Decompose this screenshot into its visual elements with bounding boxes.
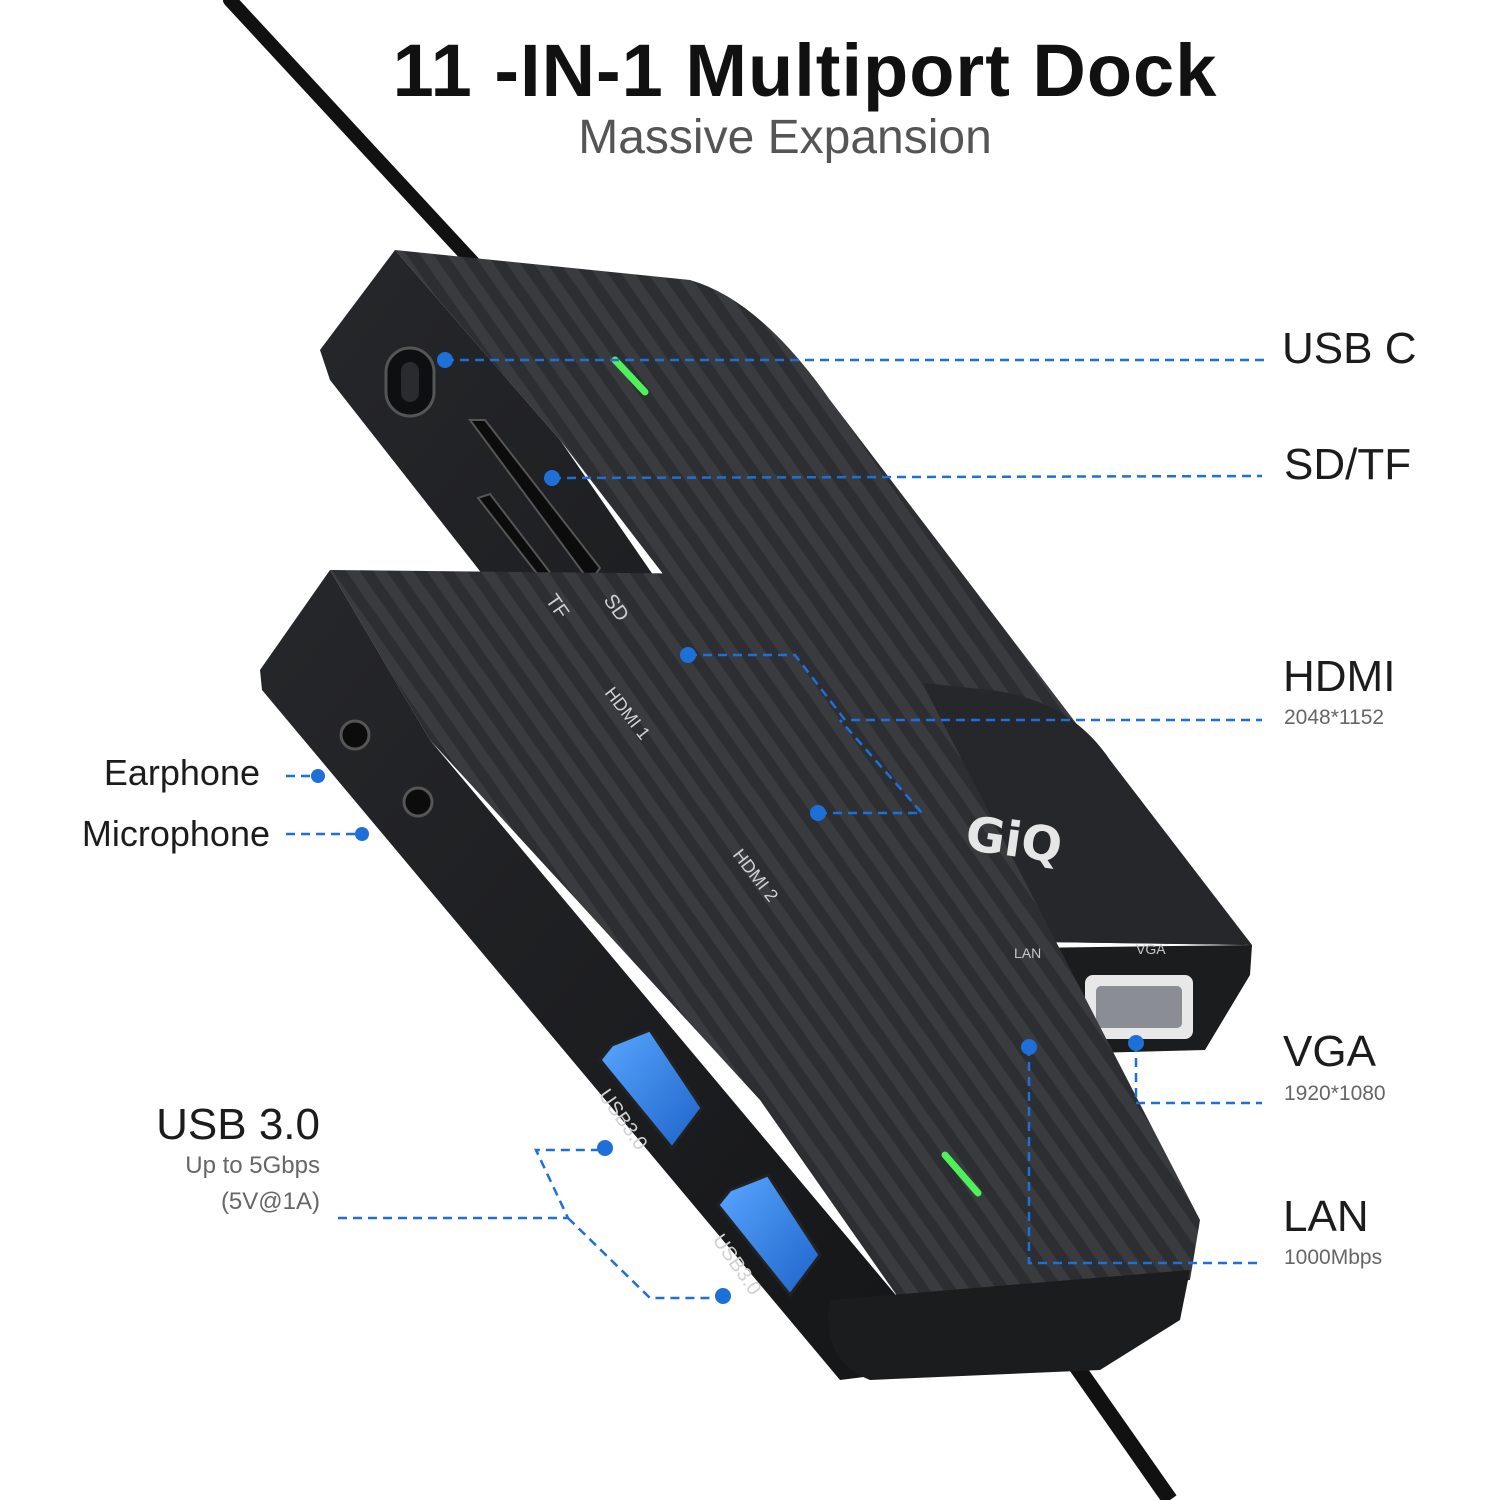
microphone-dot [355, 827, 369, 841]
lower-dock-end-face [828, 1270, 1190, 1380]
sd-tf-callout-label: SD/TF [1284, 440, 1412, 489]
vga-port-label: VGA [1136, 941, 1166, 957]
usb-c-callout-label: USB C [1282, 324, 1417, 373]
lower-dock-front-face [260, 570, 900, 1380]
usb-a2-port-icon [716, 1173, 822, 1298]
page-subtitle: Massive Expansion [578, 111, 992, 164]
lower-dock [260, 570, 1200, 1380]
lan-callout-spec: 1000Mbps [1284, 1246, 1383, 1269]
sd-tf-leader [551, 474, 1263, 480]
sd-tf-dot [544, 470, 560, 486]
sd-slot-icon [468, 419, 602, 584]
usb-a2-dot [715, 1288, 731, 1304]
usb3-callout-label: USB 3.0 [156, 1100, 320, 1149]
page-title: 11 -IN-1 Multiport Dock [392, 29, 1218, 112]
brand-logo: GiQ [962, 806, 1066, 875]
hdmi-callout-label: HDMI [1283, 652, 1396, 701]
earphone-callout-label: Earphone [103, 752, 260, 793]
hdmi-callout-spec: 2048*1152 [1284, 706, 1385, 729]
lan-port-label: LAN [1014, 945, 1041, 961]
earphone-jack-icon [339, 719, 371, 751]
microphone-jack-icon [402, 786, 434, 818]
hdmi1-dot [680, 647, 696, 663]
top-cable [223, 0, 487, 277]
vga-dot [1128, 1035, 1144, 1051]
vga-callout-label: VGA [1283, 1027, 1376, 1076]
lan-callout-label: LAN [1283, 1192, 1369, 1241]
hdmi-leader [688, 653, 1262, 722]
lower-dock-top [330, 570, 1200, 1300]
upper-led-icon [611, 356, 649, 396]
usb-a1-port-icon [598, 1028, 704, 1151]
vga-callout-spec: 1920*1080 [1284, 1082, 1386, 1105]
earphone-dot [311, 769, 325, 783]
lower-led-icon [941, 1151, 982, 1197]
usb3-callout-spec2: (5V@1A) [220, 1188, 320, 1215]
lan-leader [1027, 1047, 1258, 1265]
hdmi2-leader [818, 719, 925, 815]
usb-c-dot [437, 352, 453, 368]
usb-a1-dot [597, 1140, 613, 1156]
usb3-callout-spec1: Up to 5Gbps [185, 1152, 320, 1179]
lan-dot [1021, 1039, 1037, 1055]
hdmi2-dot [810, 805, 826, 821]
microphone-callout-label: Microphone [81, 813, 270, 854]
usb3-leader [338, 1148, 723, 1300]
vga-leader [1134, 1043, 1262, 1105]
